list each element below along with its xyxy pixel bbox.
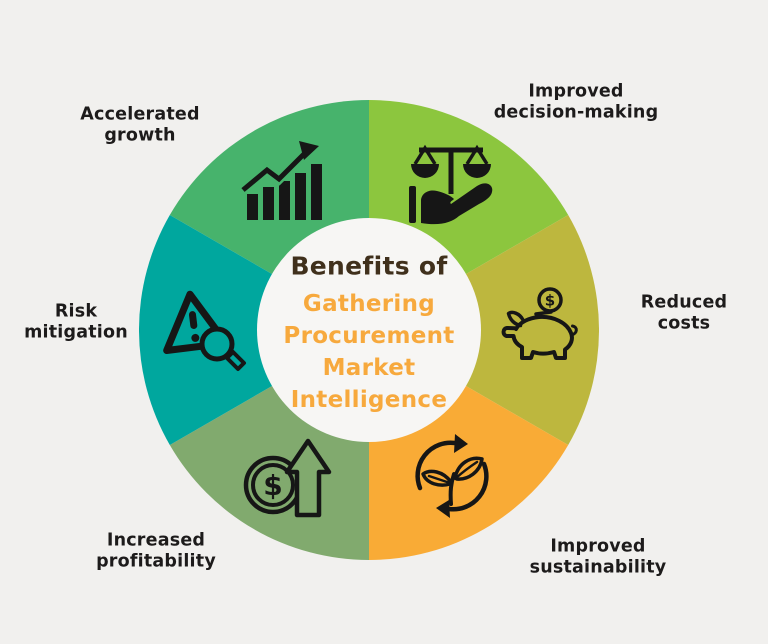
wheel-title-highlight: Gathering Procurement Market Intelligenc… <box>283 291 455 413</box>
cycle-arrowhead-top <box>454 434 468 453</box>
label-risk-mitigation: Risk mitigation <box>24 301 128 342</box>
balance-frame <box>413 144 489 194</box>
exclamation-bar <box>188 311 198 330</box>
hand-cuff <box>409 186 416 223</box>
hand-shape <box>421 183 493 225</box>
segment-reduced-costs <box>369 215 599 445</box>
balance-pan-right <box>463 164 491 178</box>
up-arrow <box>284 438 332 518</box>
trend-arrowhead <box>299 141 319 160</box>
label-improved-sustainability: Improved sustainability <box>529 536 667 577</box>
segment-risk-mitigation <box>139 215 369 445</box>
warning-magnifier-icon <box>163 290 246 371</box>
coin-slot <box>534 310 553 316</box>
eco-cycle-icon <box>415 434 489 518</box>
pig-tail <box>570 324 578 337</box>
pig-body <box>501 314 574 360</box>
exclamation-dot <box>191 333 200 342</box>
coin-dollar-symbol: $ <box>263 469 282 502</box>
piggy-outline <box>501 287 578 360</box>
magnifier-lens <box>199 326 235 362</box>
wheel-title-prefix: Benefits of <box>290 251 448 281</box>
label-increased-profitability: Increased profitability <box>96 530 216 571</box>
sprout <box>421 456 484 506</box>
coin-dollar-symbol: $ <box>545 292 555 310</box>
trend-line <box>241 149 309 192</box>
cycle-arrows <box>415 440 489 512</box>
wheel-center-circle <box>257 218 481 442</box>
warning-triangle-group <box>163 290 230 355</box>
scales-on-hand-icon <box>409 144 493 225</box>
label-improved-decision-making: Improved decision-making <box>493 81 659 122</box>
coin-inner-ring <box>251 463 295 507</box>
bar-chart-bars <box>247 164 322 220</box>
piggy-bank-icon: $ <box>501 287 578 360</box>
coin-up-arrow-icon: $ <box>243 438 332 518</box>
label-reduced-costs: Reduced costs <box>640 292 728 333</box>
warning-triangle <box>163 290 230 355</box>
balance-pan-left <box>411 164 439 178</box>
cycle-arrowhead-bottom <box>436 500 450 518</box>
pig-ear <box>506 310 525 328</box>
growth-chart-icon <box>241 141 322 220</box>
label-accelerated-growth: Accelerated growth <box>80 104 200 145</box>
